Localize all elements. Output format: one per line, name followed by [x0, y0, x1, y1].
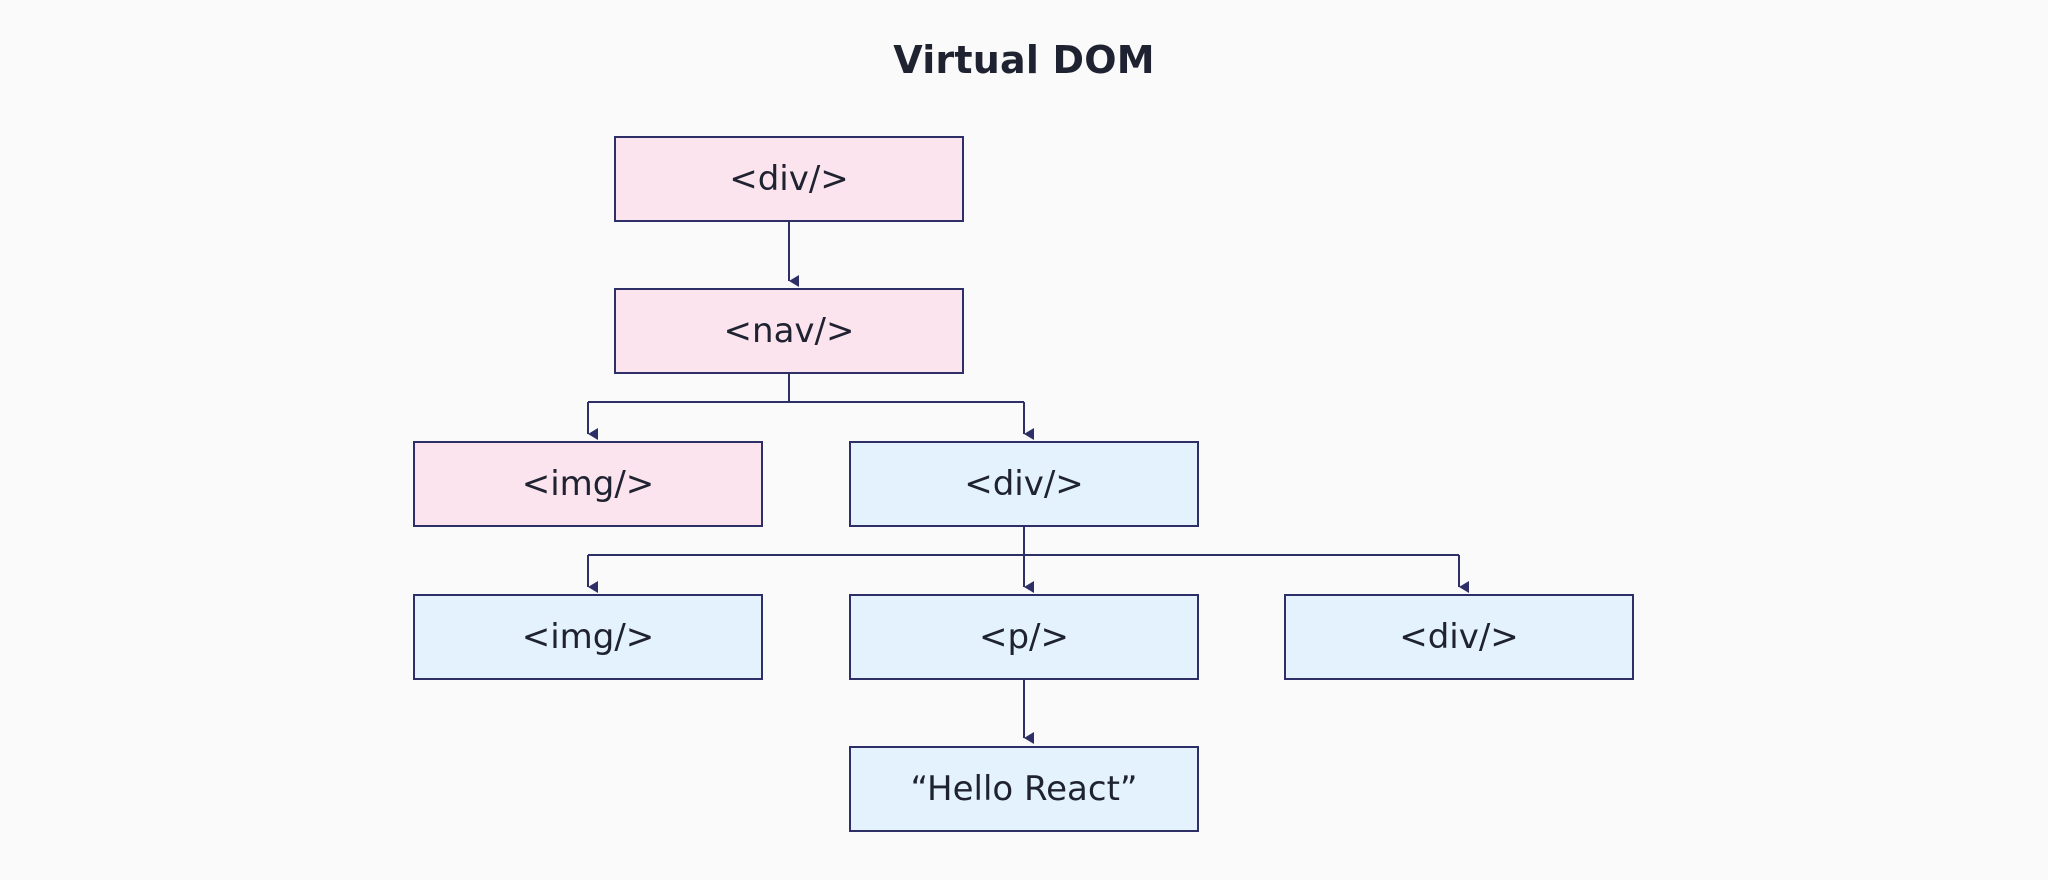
node-img-blue: <img/>: [413, 594, 763, 680]
node-div-right: <div/>: [1284, 594, 1634, 680]
node-nav: <nav/>: [614, 288, 964, 374]
node-hello-react: “Hello React”: [849, 746, 1199, 832]
node-img-pink: <img/>: [413, 441, 763, 527]
node-root-div: <div/>: [614, 136, 964, 222]
node-p: <p/>: [849, 594, 1199, 680]
diagram-title: Virtual DOM: [893, 38, 1155, 82]
node-div-blue: <div/>: [849, 441, 1199, 527]
